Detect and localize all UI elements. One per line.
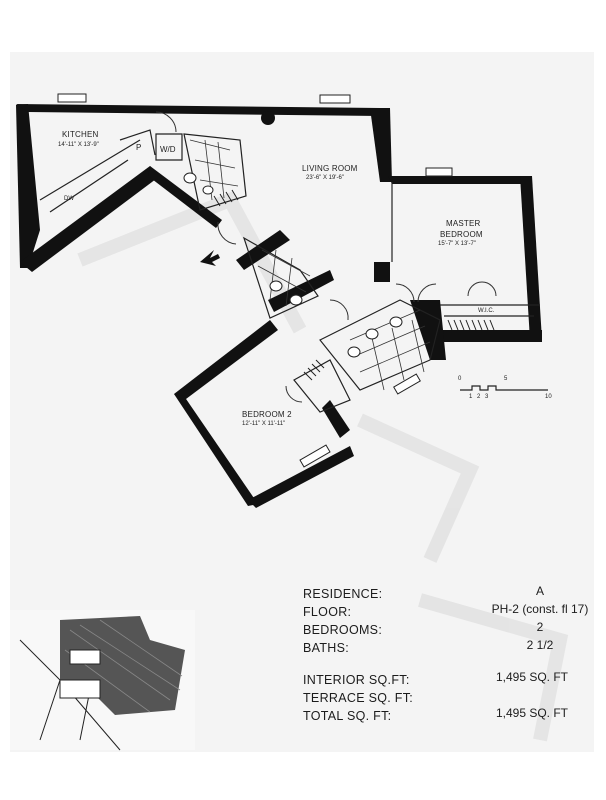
scale-tick-5: 5 xyxy=(504,376,508,382)
bedroom-2-dimensions: 12'-11" X 11'-11" xyxy=(242,421,286,427)
pantry-label: P xyxy=(136,143,142,152)
key-plan xyxy=(10,610,195,751)
bedrooms-label: BEDROOMS: xyxy=(303,623,383,637)
windows xyxy=(57,93,453,468)
scale-bar xyxy=(460,385,548,391)
scale-tick-2: 2 xyxy=(477,394,481,400)
residence-value: A xyxy=(535,584,544,598)
baths-value: 2 1/2 xyxy=(526,638,554,652)
scale-tick-10: 10 xyxy=(545,394,552,400)
floor-label: FLOOR: xyxy=(303,605,352,619)
kitchen-dimensions: 14'-11" X 13'-9" xyxy=(58,142,99,148)
bedrooms-value: 2 xyxy=(536,620,544,634)
interior-lines xyxy=(39,129,540,413)
scale-tick-3: 3 xyxy=(485,394,489,400)
column xyxy=(261,111,275,125)
total-sqft-label: TOTAL SQ. FT: xyxy=(303,709,392,723)
closet-hatching xyxy=(213,189,495,381)
total-sqft-value: 1,495 SQ. FT xyxy=(495,706,569,720)
scale-tick-1: 1 xyxy=(469,394,473,400)
kitchen-label: KITCHEN xyxy=(62,130,99,139)
scale-tick-0: 0 xyxy=(458,376,462,382)
bath-fixtures xyxy=(183,172,403,358)
interior-sqft-label: INTERIOR SQ.FT: xyxy=(303,673,410,687)
entry-arrow-icon xyxy=(200,250,220,266)
master-bedroom-dimensions: 15'-7" X 13'-7" xyxy=(438,241,476,247)
bathroom-tiles xyxy=(189,139,431,391)
living-room-label: LIVING ROOM xyxy=(302,164,358,173)
master-bedroom-label-line2: BEDROOM xyxy=(440,230,483,239)
master-bedroom-label: MASTER xyxy=(446,219,481,228)
residence-label: RESIDENCE: xyxy=(303,587,383,601)
exterior-walls xyxy=(16,104,542,508)
terrace-sqft-label: TERRACE SQ. FT: xyxy=(303,691,414,705)
floor-value: PH-2 (const. fl 17) xyxy=(491,602,589,616)
bedroom-2-label: BEDROOM 2 xyxy=(242,410,292,419)
walk-in-closet-label: W.I.C. xyxy=(478,308,495,314)
living-room-dimensions: 23'-6" X 19'-6" xyxy=(306,175,344,181)
door-swings xyxy=(155,111,497,403)
baths-label: BATHS: xyxy=(303,641,350,655)
interior-sqft-value: 1,495 SQ. FT xyxy=(495,670,569,684)
dishwasher-label: DW xyxy=(64,196,74,202)
washer-dryer-label: W/D xyxy=(160,145,176,154)
